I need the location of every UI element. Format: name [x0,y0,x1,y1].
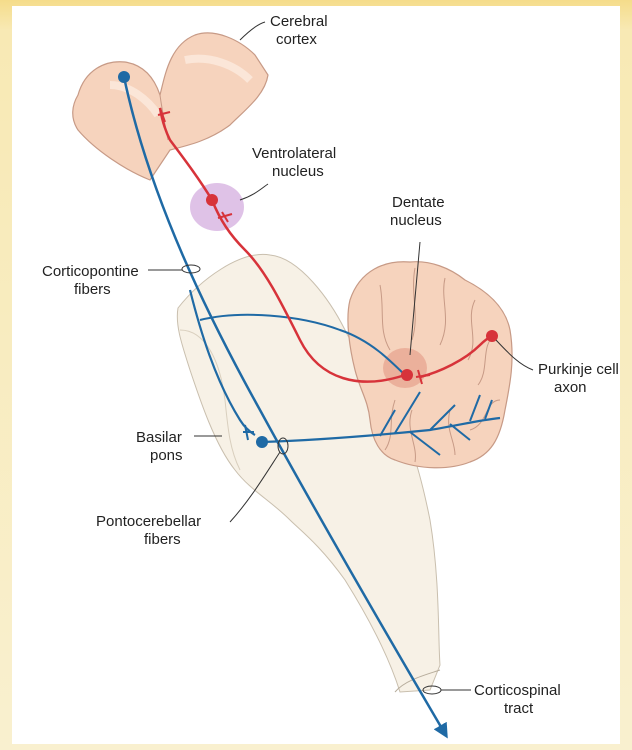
dentate-neuron [401,369,413,381]
cortical-neuron-blue [118,71,130,83]
cerebral-cortex-shape [73,33,268,180]
label-corticopontine-fibers: Corticopontine fibers [42,263,143,298]
label-ventrolateral-nucleus: Ventrolateral nucleus [252,145,340,180]
label-cerebral-cortex: Cerebral cortex [270,13,332,48]
label-dentate-nucleus: Dentate nucleus [390,194,449,229]
label-corticospinal-tract: Corticospinal tract [474,682,565,717]
leader-cerebral-cortex [240,22,265,40]
label-basilar-pons: Basilar pons [136,429,186,464]
leader-ventrolateral [240,184,268,200]
label-purkinje-cell-axon: Purkinje cell axon [538,361,623,396]
ventrolateral-neuron [206,194,218,206]
ventrolateral-nucleus-region [190,183,244,231]
label-pontocerebellar-fibers: Pontocerebellar fibers [96,513,205,548]
